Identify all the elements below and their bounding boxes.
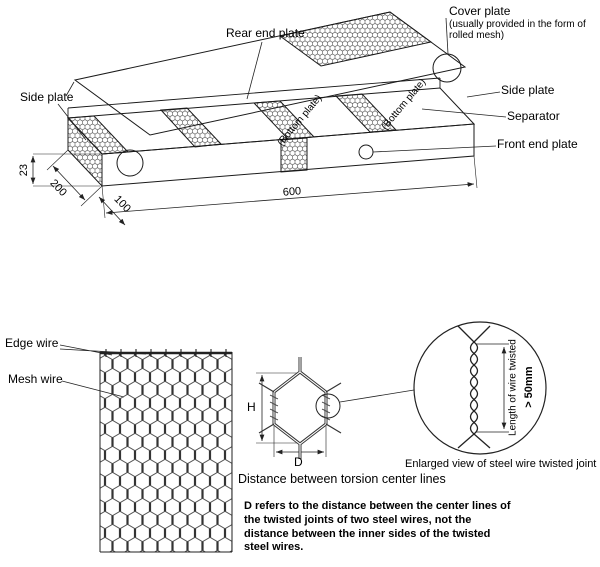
note-text: D refers to the distance between the cen… — [244, 500, 511, 554]
twist-length-label: Length of wire twisted — [507, 339, 519, 436]
side-plate-callout-circle — [116, 149, 144, 177]
cover-plate-label: Cover plate — [449, 4, 511, 18]
hex-height-label: H — [247, 400, 256, 414]
front-end-plate-callout-circle — [358, 144, 374, 160]
rear-end-plate-label: Rear end plate — [226, 26, 305, 40]
dim-height-label: 23 — [17, 164, 30, 177]
hexagon-detail-drawing — [258, 357, 342, 459]
separator-label: Separator — [507, 109, 560, 123]
enlarged-joint-drawing — [413, 321, 547, 455]
gabion-box-drawing — [66, 11, 476, 188]
torsion-caption: Distance between torsion center lines — [238, 472, 446, 486]
cover-plate-note-label: (usually provided in the form of rolled … — [449, 19, 586, 42]
twist-min-label: > 50mm — [522, 366, 535, 408]
enlarged-view-circle — [413, 321, 547, 455]
enlarged-view-caption: Enlarged view of steel wire twisted join… — [405, 458, 597, 470]
cover-plate-callout-circle — [432, 53, 462, 83]
side-plate-left-label: Side plate — [20, 90, 74, 104]
dimension-lines — [30, 149, 509, 457]
hex-distance-label: D — [294, 455, 303, 469]
twist-callout-circle — [315, 393, 341, 419]
mesh-detail-drawing — [99, 349, 233, 553]
edge-wire-label: Edge wire — [5, 336, 59, 350]
mesh-wire-label: Mesh wire — [8, 372, 63, 386]
front-end-plate-label: Front end plate — [497, 137, 578, 151]
side-plate-right-label: Side plate — [501, 83, 555, 97]
